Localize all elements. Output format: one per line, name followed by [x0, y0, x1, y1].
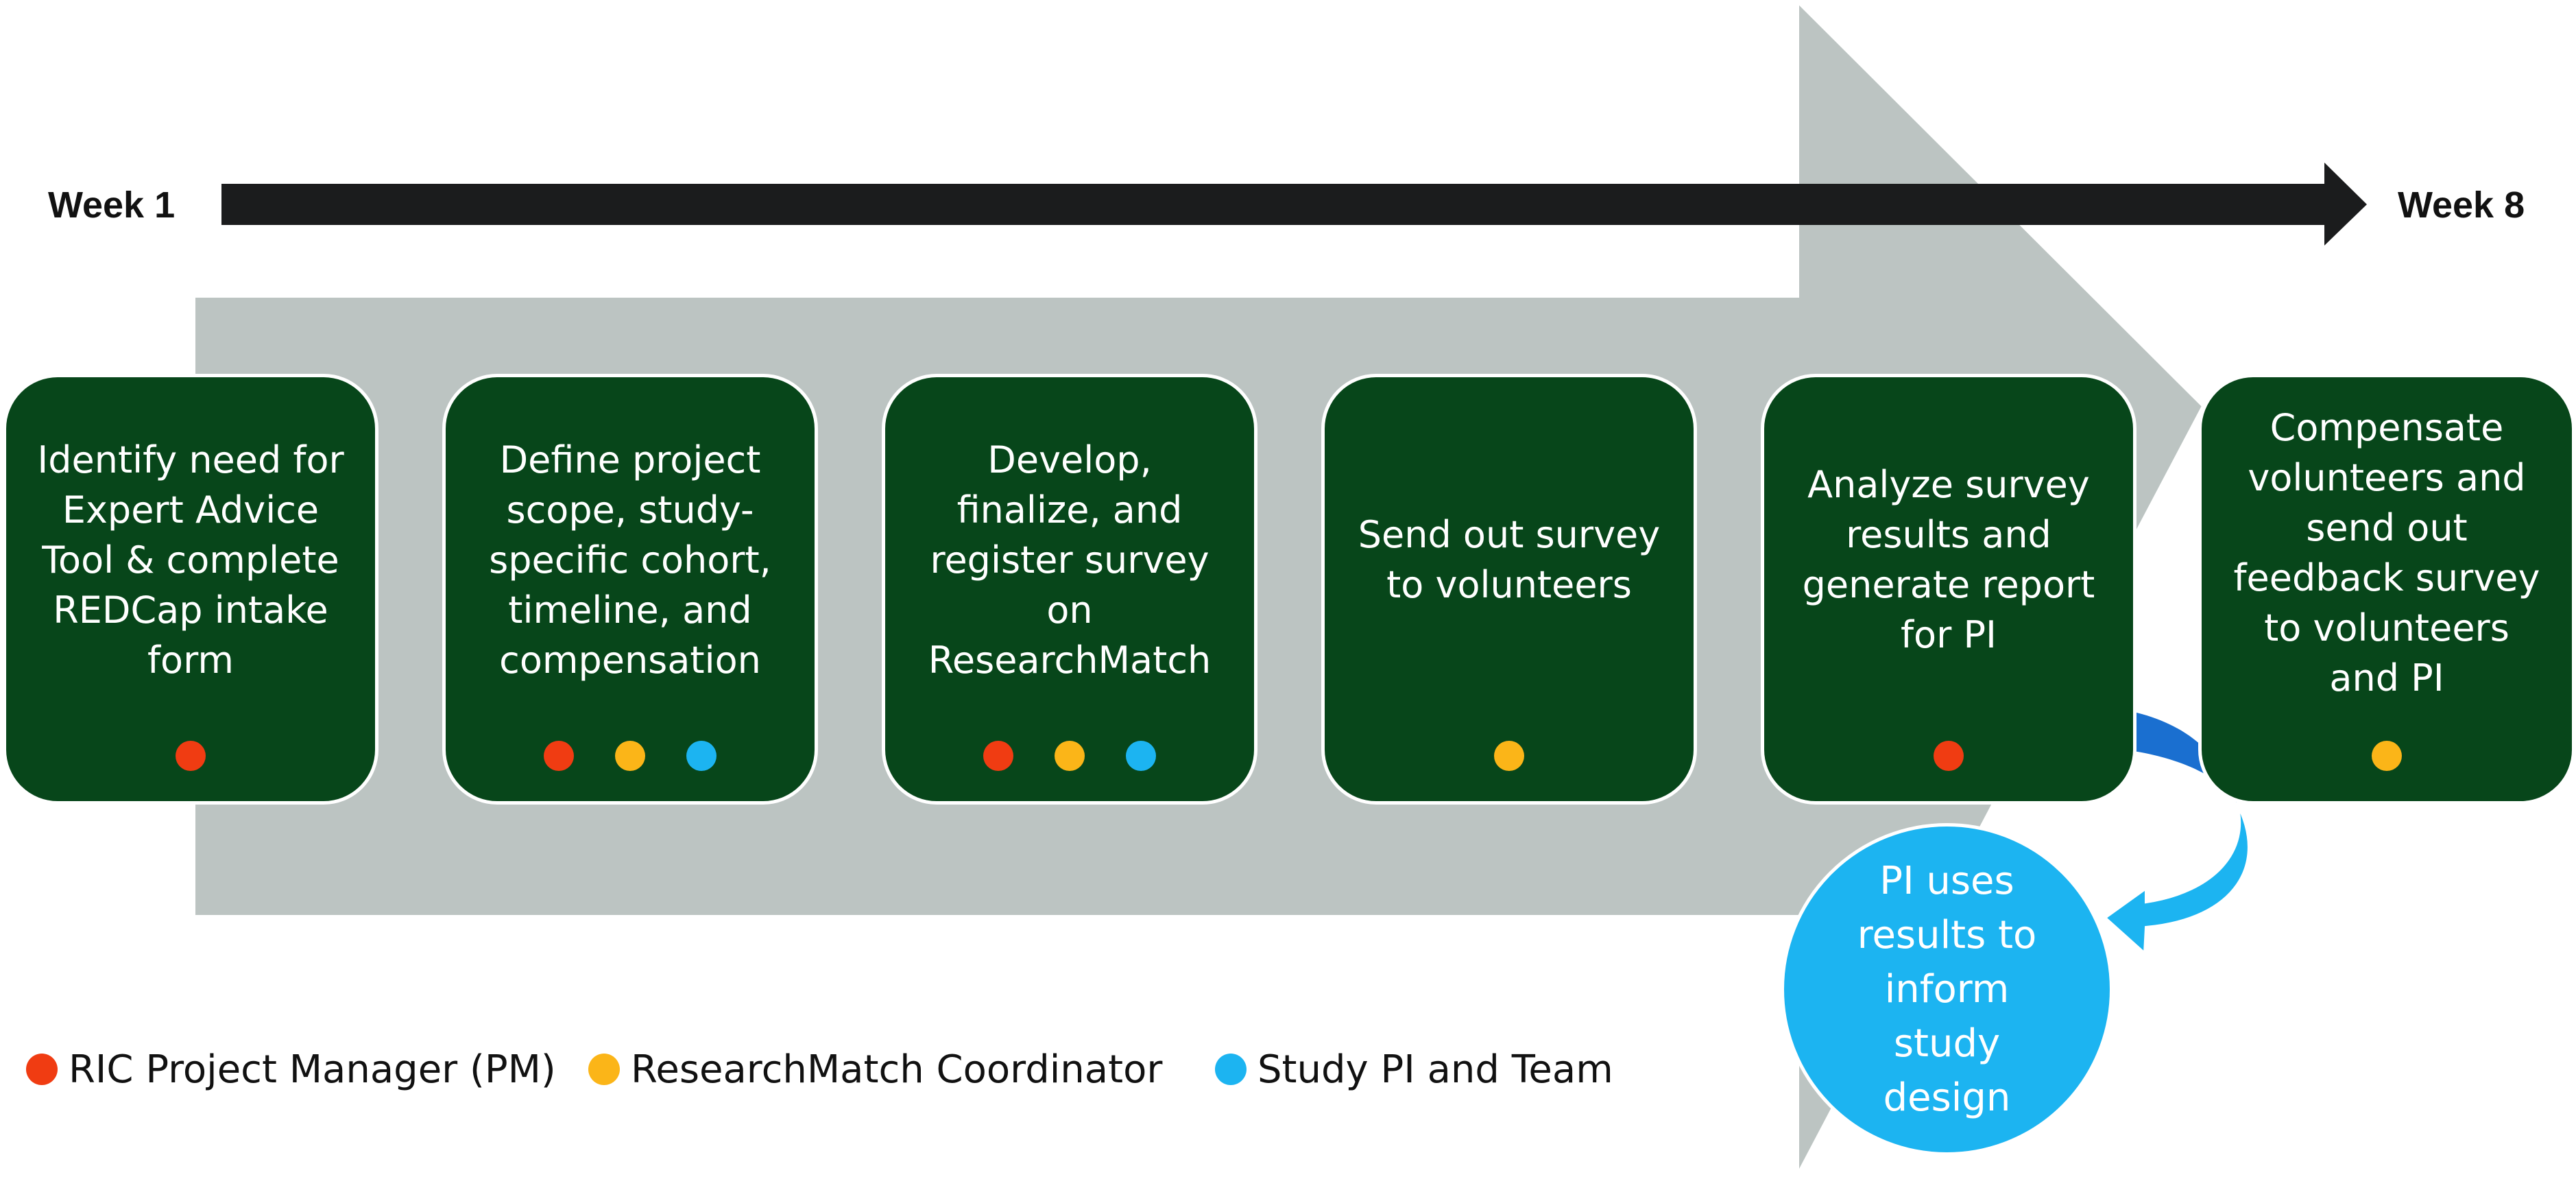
role-dot-coordinator [1055, 741, 1085, 771]
legend-label: RIC Project Manager (PM) [69, 1047, 556, 1092]
role-dot-pm [983, 741, 1013, 771]
role-dot-pm [1934, 741, 1964, 771]
step-develop-survey: Develop, finalize, and register survey o… [882, 374, 1257, 805]
legend-dot [1215, 1054, 1247, 1085]
legend-label: Study PI and Team [1257, 1047, 1613, 1092]
role-dot-pi-team [686, 741, 717, 771]
role-dot-pm [544, 741, 574, 771]
timeline-start-label: Week 1 [48, 185, 176, 226]
step-text: Send out survey to volunteers [1358, 513, 1661, 606]
step-compensate-volunteers: Compensate volunteers and send out feedb… [2198, 374, 2575, 805]
role-dots [446, 741, 815, 771]
step-text: Compensate volunteers and send out feedb… [2233, 406, 2540, 700]
pi-uses-results-circle: PI uses results to inform study design [1781, 823, 2113, 1156]
step-text: Identify need for Expert Advice Tool & c… [37, 438, 344, 682]
timeline-arrow [221, 163, 2367, 246]
role-dot-pm [176, 741, 206, 771]
legend-dot [588, 1054, 620, 1085]
step-define-scope: Define project scope, study- specific co… [442, 374, 818, 805]
legend-item-coordinator: ResearchMatch Coordinator [588, 1045, 1162, 1093]
role-dot-coordinator [615, 741, 645, 771]
legend-item-pm: RIC Project Manager (PM) [26, 1045, 556, 1093]
role-dots [6, 741, 375, 771]
timeline-end-label: Week 8 [2398, 185, 2525, 226]
role-dots [885, 741, 1254, 771]
role-dot-coordinator [1494, 741, 1524, 771]
step-text: Define project scope, study- specific co… [489, 438, 771, 682]
step-identify-need: Identify need for Expert Advice Tool & c… [3, 374, 378, 805]
role-dot-coordinator [2372, 741, 2402, 771]
legend-item-pi-team: Study PI and Team [1215, 1045, 1613, 1093]
step-analyze-results: Analyze survey results and generate repo… [1761, 374, 2136, 805]
role-dots [1325, 741, 1694, 771]
role-dots [2202, 741, 2572, 771]
step-text: Develop, finalize, and register survey o… [928, 438, 1212, 682]
role-dots [1764, 741, 2133, 771]
legend-dot [26, 1054, 58, 1085]
step-send-survey: Send out survey to volunteers [1321, 374, 1697, 805]
legend-label: ResearchMatch Coordinator [631, 1047, 1163, 1092]
role-dot-pi-team [1126, 741, 1156, 771]
return-arrow [2102, 802, 2250, 957]
step-text: Analyze survey results and generate repo… [1802, 463, 2095, 656]
